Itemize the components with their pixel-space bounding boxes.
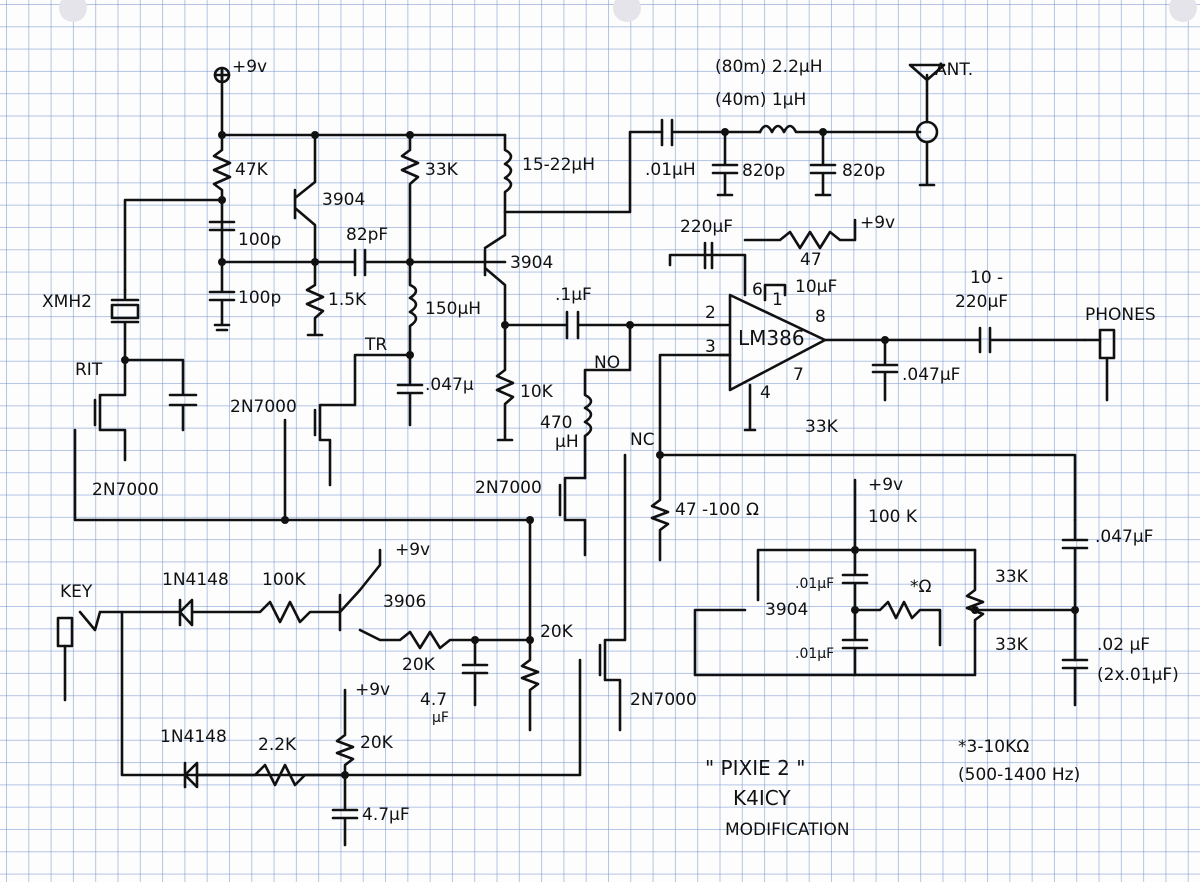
title-line-1: " PIXIE 2 " [705, 756, 805, 780]
inductor-150-label: 150μH [425, 299, 481, 319]
cap-047-label: .047μ [425, 375, 474, 395]
vcc-label: +9v [395, 540, 430, 560]
inductor-470-unit: μH [555, 432, 579, 452]
cap-4-7-label: 4.7 [420, 690, 447, 710]
inductor-40m-label: (40m) 1μH [715, 90, 806, 110]
resistor-10k-label: 10K [520, 382, 554, 402]
resistor-33k-label: 33K [425, 160, 459, 180]
resistor-1-5k-label: 1.5K [328, 290, 367, 310]
cap-02uf-label: .02 μF [1097, 635, 1150, 655]
resistor-47-100-label: 47 -100 Ω [675, 500, 759, 520]
switch-nc-label: NC [630, 430, 655, 450]
ic-pin-4: 4 [760, 383, 771, 403]
key-label: KEY [60, 582, 93, 602]
title-line-3: MODIFICATION [725, 820, 850, 840]
vcc-label: +9v [232, 57, 267, 77]
ic-pin-6: 6 [752, 280, 763, 300]
cap-220uf-label: 220μF [680, 217, 733, 237]
transistor-3904-label: 3904 [510, 253, 553, 273]
ic-pin-1: 1 [772, 290, 783, 310]
ic-pin-8: 8 [815, 307, 826, 327]
resistor-20k-label: 20K [360, 733, 394, 753]
circuit-wires [56, 63, 1116, 847]
tr-label: TR [364, 335, 387, 355]
cap-047nf-label: .047μF [902, 365, 960, 385]
mosfet-2n7000-label: 2N7000 [92, 480, 159, 500]
rit-label: RIT [75, 360, 103, 380]
phones-label: PHONES [1085, 305, 1156, 325]
vcc-label: +9v [860, 213, 895, 233]
resistor-20k-label: 20K [402, 655, 436, 675]
crystal-label: XMH2 [42, 292, 92, 312]
note-line-2: (500-1400 Hz) [958, 765, 1080, 785]
cap-out-value: 220μF [955, 292, 1008, 312]
vcc-label: +9v [868, 475, 903, 495]
mosfet-2n7000-label: 2N7000 [475, 478, 542, 498]
cap-01uf-label: .01μF [795, 646, 834, 662]
cap-01uf-label: .01μF [795, 576, 834, 592]
resistor-100k-label: 100K [262, 570, 306, 590]
cap-100p-label: 100p [238, 288, 281, 308]
cap-01uh-label: .01μH [645, 160, 696, 180]
resistor-2-2k-label: 2.2K [258, 735, 297, 755]
transistor-3904-label: 3904 [322, 190, 365, 210]
inductor-470-label: 470 [540, 413, 572, 433]
switch-no-label: NO [594, 353, 620, 373]
resistor-20k-label: 20K [540, 622, 574, 642]
ic-pin-7: 7 [793, 365, 804, 385]
cap-02uf-note: (2x.01μF) [1097, 665, 1179, 685]
resistor-47-label: 47 [800, 250, 822, 270]
resistor-star-label: *Ω [910, 577, 932, 597]
inductor-80m-label: (80m) 2.2μH [715, 57, 823, 77]
resistor-33k-label: 33K [995, 635, 1029, 655]
resistor-100k-label: 100 K [868, 507, 918, 527]
ic-pin-3: 3 [705, 337, 716, 357]
note-line-1: *3-10KΩ [958, 737, 1029, 757]
vcc-label: +9v [355, 680, 390, 700]
ic-pin-2: 2 [705, 303, 716, 323]
diode-1n4148-label: 1N4148 [162, 570, 229, 590]
cap-82pf-label: 82pF [346, 225, 388, 245]
transistor-3906-label: 3906 [383, 592, 426, 612]
mosfet-2n7000-label: 2N7000 [630, 690, 697, 710]
title-line-2: K4ICY [733, 786, 791, 810]
binder-hole [1169, 0, 1197, 22]
mosfet-2n7000-label: 2N7000 [230, 397, 297, 417]
binder-hole [59, 0, 87, 22]
transistor-3904-label: 3904 [765, 600, 808, 620]
resistor-33k-label: 33K [995, 567, 1029, 587]
inductor-15-22-label: 15-22μH [522, 155, 595, 175]
cap-1uf-label: .1μF [555, 285, 592, 305]
diode-1n4148-label: 1N4148 [160, 727, 227, 747]
cap-4-7uf-label: 4.7μF [362, 805, 410, 825]
cap-820p-label: 820p [742, 161, 785, 181]
binder-hole [613, 0, 641, 22]
cap-10uf-label: 10μF [795, 277, 837, 297]
resistor-47k-label: 47K [235, 160, 269, 180]
cap-out-label: 10 - [970, 268, 1003, 288]
junction-dots [121, 128, 1079, 779]
resistor-33k-label: 33K [805, 417, 839, 437]
cap-047uf-label: .047μF [1095, 527, 1153, 547]
ic-lm386-label: LM386 [738, 326, 805, 350]
antenna-label: ANT. [935, 60, 973, 80]
cap-100p-label: 100p [238, 230, 281, 250]
cap-820p-label: 820p [842, 161, 885, 181]
cap-4-7-unit: μF [432, 710, 449, 726]
